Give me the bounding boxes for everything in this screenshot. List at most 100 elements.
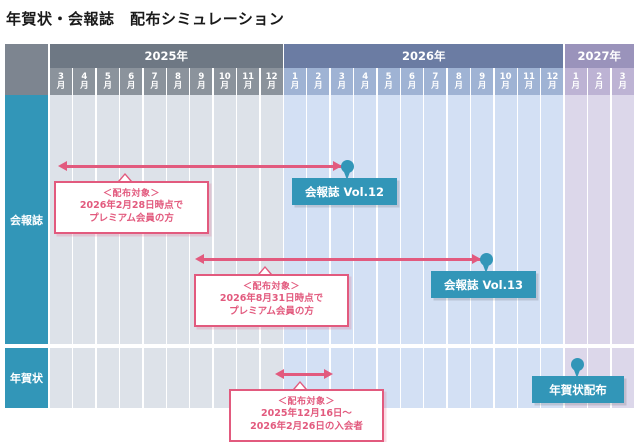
month-number: 12 xyxy=(265,71,278,82)
month-corner-cell xyxy=(5,68,48,95)
month-number: 1 xyxy=(292,71,298,82)
month-unit: 月 xyxy=(571,80,581,91)
month-unit: 月 xyxy=(197,80,206,91)
month-number: 2 xyxy=(315,71,322,82)
row-label-nengajou: 年賀状 xyxy=(5,348,48,408)
month-number: 5 xyxy=(385,71,392,82)
callout-vol13-line1: ＜配布対象＞ xyxy=(242,282,300,292)
month-number: 5 xyxy=(104,71,111,82)
month-unit: 月 xyxy=(220,80,230,91)
grid-cell xyxy=(518,95,540,344)
span-arrow-vol13-right-head xyxy=(472,253,481,264)
callout-vol12: ＜配布対象＞ 2026年2月28日時点で プレミアム会員の方 xyxy=(54,181,209,234)
grid-cell xyxy=(354,95,377,344)
month-unit: 月 xyxy=(618,80,627,91)
row-separator xyxy=(5,344,635,348)
span-arrow-vol12-right-head xyxy=(333,160,342,171)
month-unit: 月 xyxy=(454,80,464,91)
month-unit: 月 xyxy=(594,80,604,91)
callout-nenga-line2: 2025年12月16日～ xyxy=(261,408,352,420)
span-arrow-vol12 xyxy=(66,165,342,168)
marker-label-vol12[interactable]: 会報誌 Vol.12 xyxy=(292,178,397,205)
month-unit: 月 xyxy=(267,80,276,91)
span-arrow-nenga xyxy=(283,373,326,376)
month-number: 9 xyxy=(479,71,486,82)
grid-cell xyxy=(401,348,423,408)
month-number: 10 xyxy=(218,71,231,82)
header-corner-cell xyxy=(5,44,48,68)
month-unit: 月 xyxy=(477,80,487,91)
grid-cell xyxy=(377,95,400,344)
callout-nenga: ＜配布対象＞ 2025年12月16日～ 2026年2月26日の入会者 xyxy=(229,389,384,442)
month-unit: 月 xyxy=(501,80,510,91)
year-header-2027: 2027年 xyxy=(564,44,634,68)
grid-cell xyxy=(50,348,72,408)
callout3-notch-inner xyxy=(295,383,305,389)
month-number: 10 xyxy=(499,71,512,82)
marker-dot-nenga xyxy=(571,358,584,371)
month-number: 12 xyxy=(546,71,559,82)
marker-stem-vol12 xyxy=(344,172,350,180)
callout-vol13-line2: 2026年8月31日時点で xyxy=(219,293,324,305)
callout-nenga-line1: ＜配布対象＞ xyxy=(277,397,335,407)
grid-cell xyxy=(611,95,634,344)
grid-cell xyxy=(424,95,447,344)
grid-cell xyxy=(447,348,470,408)
callout-vol13: ＜配布対象＞ 2026年8月31日時点で プレミアム会員の方 xyxy=(194,274,349,327)
month-number: 11 xyxy=(523,71,535,82)
grid-cell xyxy=(471,95,494,344)
grid-cell xyxy=(494,95,517,344)
month-number: 9 xyxy=(198,71,205,82)
grid-cell xyxy=(424,348,447,408)
month-unit: 月 xyxy=(80,80,89,91)
month-unit: 月 xyxy=(314,80,323,91)
marker-stem-vol13 xyxy=(483,265,489,273)
month-unit: 月 xyxy=(243,80,253,91)
month-unit: 月 xyxy=(337,80,347,91)
grid-cell xyxy=(541,95,564,344)
callout-vol12-line1: ＜配布対象＞ xyxy=(102,189,160,199)
month-unit: 月 xyxy=(103,80,113,91)
month-number: 7 xyxy=(432,71,439,82)
grid-cell xyxy=(73,348,96,408)
callout1-notch-inner xyxy=(120,175,130,181)
callout-vol12-line3: プレミアム会員の方 xyxy=(89,212,174,224)
span-arrow-nenga-left-head xyxy=(275,368,284,379)
month-number: 6 xyxy=(128,71,135,82)
month-unit: 月 xyxy=(524,80,534,91)
grid-cell xyxy=(167,348,189,408)
month-unit: 月 xyxy=(56,80,66,91)
month-number: 8 xyxy=(455,71,462,82)
callout-vol12-line2: 2026年2月28日時点で xyxy=(79,200,184,212)
year-header-2026: 2026年 xyxy=(284,44,564,68)
marker-label-nenga[interactable]: 年賀状配布 xyxy=(532,376,624,403)
month-number: 3 xyxy=(338,71,345,82)
row-label-kaihoushi: 会報誌 xyxy=(5,95,48,344)
month-unit: 月 xyxy=(126,80,136,91)
year-header-2025: 2025年 xyxy=(50,44,283,68)
month-number: 1 xyxy=(572,71,579,82)
month-number: 11 xyxy=(242,71,255,82)
marker-label-vol13[interactable]: 会報誌 Vol.13 xyxy=(431,271,536,298)
chart-body: 会報誌 年賀状 会報誌 Vol.12 ＜配布対象＞ 2026年2月28日時点で … xyxy=(5,95,635,442)
month-unit: 月 xyxy=(431,80,440,91)
month-unit: 月 xyxy=(407,80,417,91)
month-unit: 月 xyxy=(548,80,557,91)
